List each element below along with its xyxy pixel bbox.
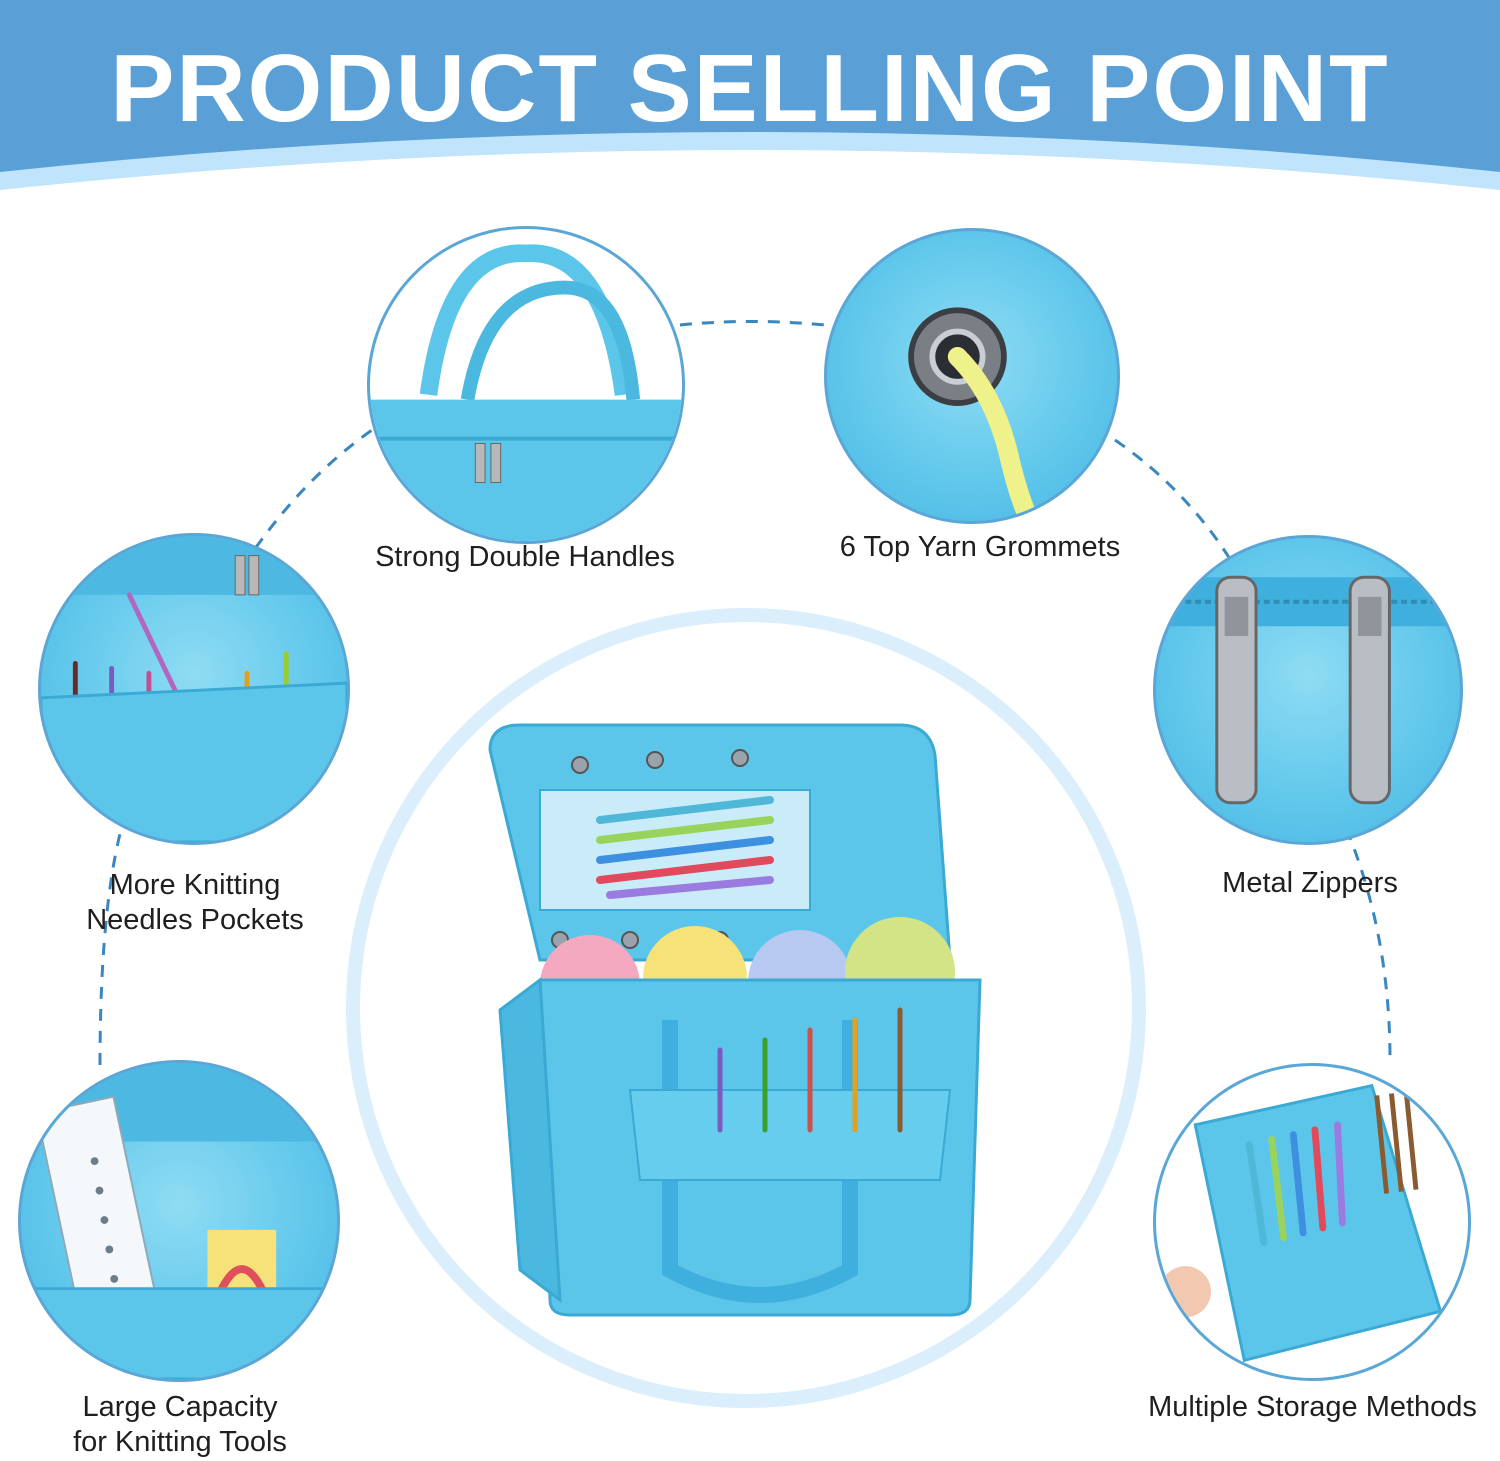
pockets-label-line-2: Needles Pockets	[86, 904, 304, 936]
knitting-tools-icon	[21, 1063, 337, 1379]
capacity-label-line-1: Large Capacity	[82, 1391, 278, 1423]
storage-feature-image	[1153, 1063, 1471, 1381]
bag-handles-icon	[370, 229, 682, 541]
page-title: PRODUCT SELLING POINT	[110, 35, 1390, 142]
handles-feature-image	[367, 226, 685, 544]
crochet-hook-organizer-icon	[1156, 1066, 1468, 1378]
pockets-feature-image	[38, 533, 350, 845]
capacity-label-line-2: for Knitting Tools	[73, 1426, 287, 1458]
pockets-label-line-1: More Knitting	[109, 869, 281, 901]
needle-pockets-icon	[41, 536, 347, 842]
metal-zipper-icon	[1156, 575, 1460, 805]
metal-grommet-icon	[908, 307, 1040, 521]
zippers-feature-image	[1153, 535, 1463, 845]
capacity-feature-label: Large Capacity for Knitting Tools	[20, 1390, 340, 1460]
grommets-feature-label: 6 Top Yarn Grommets	[839, 531, 1121, 563]
zippers-feature-label: Metal Zippers	[1222, 867, 1398, 899]
grommets-feature-image	[824, 228, 1120, 524]
header-banner: PRODUCT SELLING POINT	[0, 0, 1500, 240]
header-wave-icon	[0, 0, 1500, 190]
knitting-bag-icon	[488, 723, 982, 1317]
capacity-feature-image	[18, 1060, 340, 1382]
pockets-feature-label: More Knitting Needles Pockets	[40, 868, 350, 938]
handles-feature-label: Strong Double Handles	[375, 541, 675, 573]
storage-feature-label: Multiple Storage Methods	[1148, 1391, 1477, 1423]
